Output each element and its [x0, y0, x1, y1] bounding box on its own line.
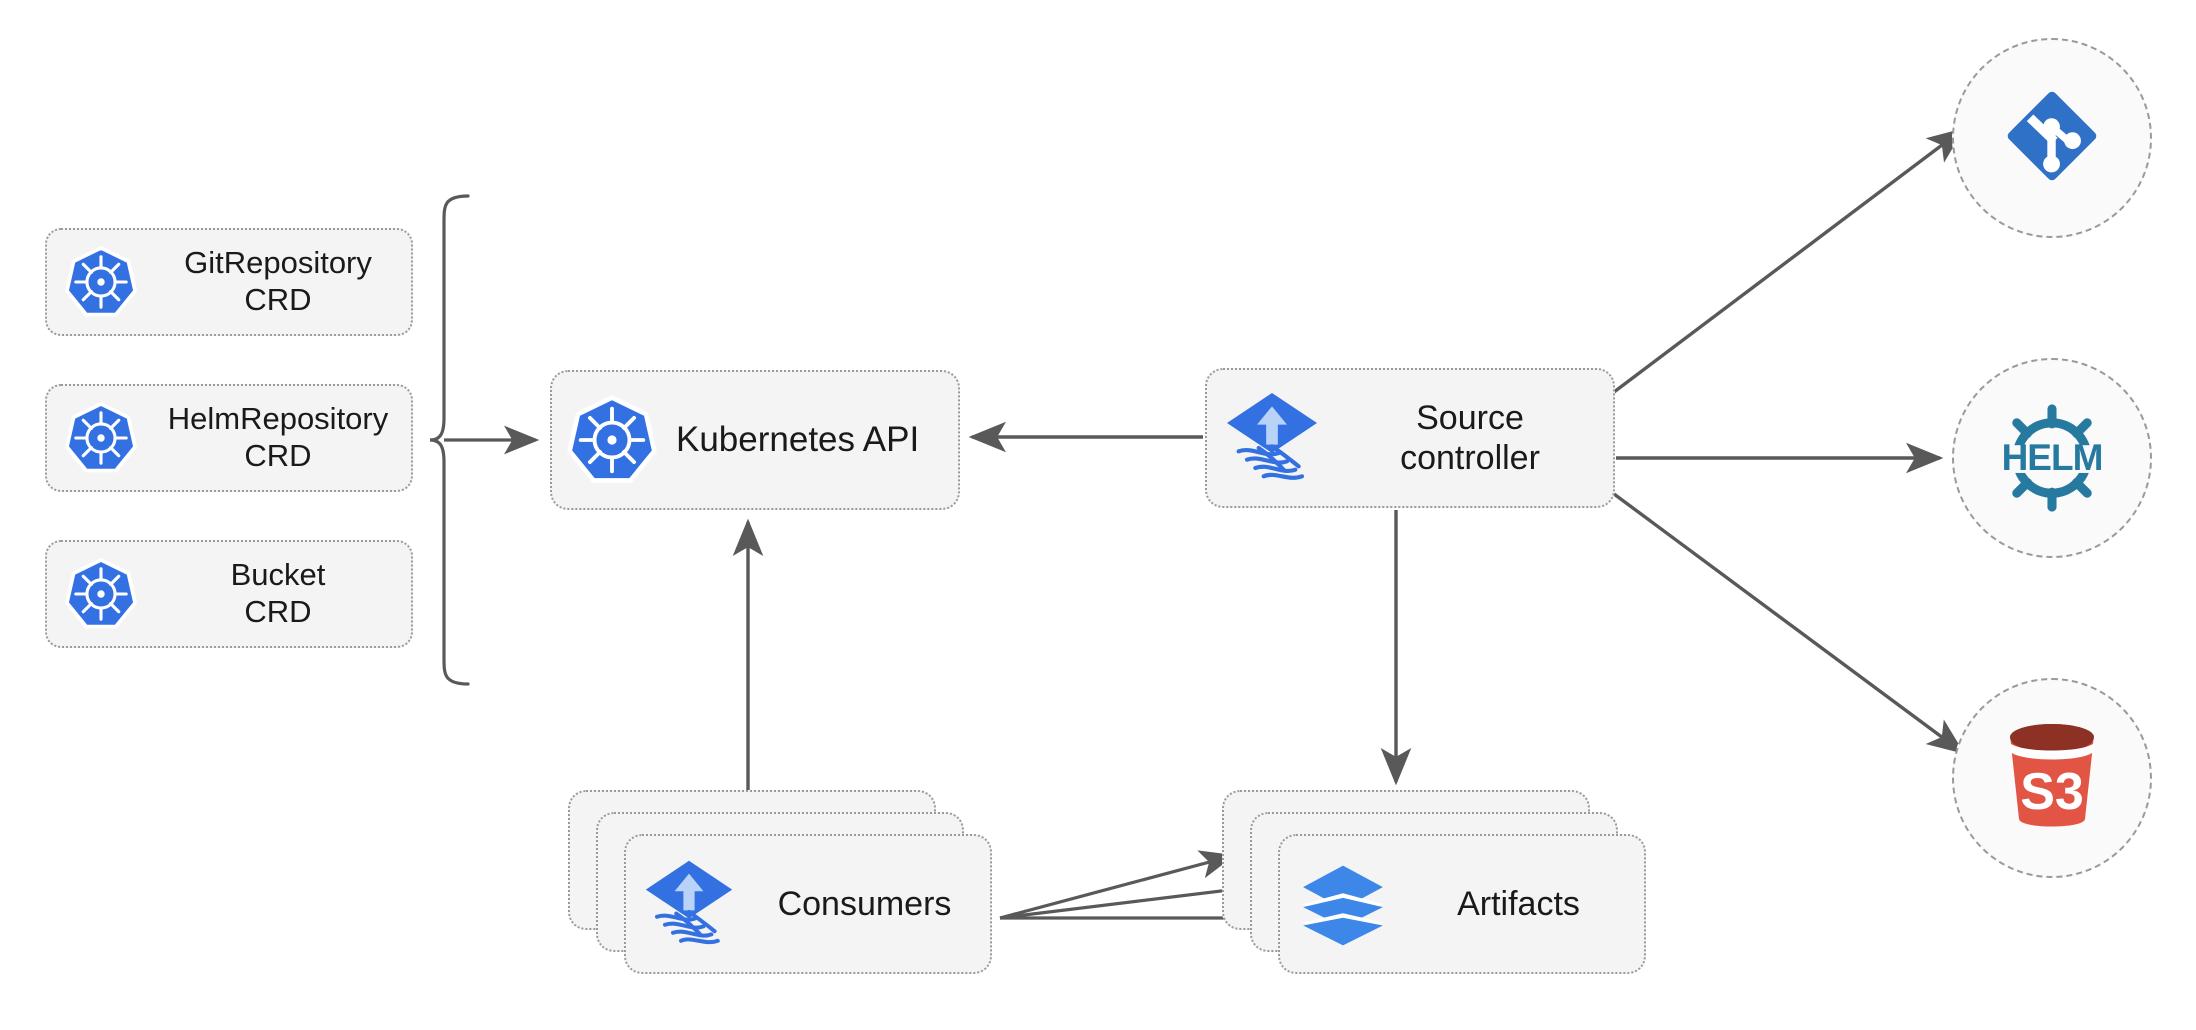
node-kubernetes-api[interactable]: Kubernetes API — [550, 370, 960, 510]
kubernetes-icon — [47, 557, 155, 631]
node-consumers[interactable]: Consumers — [568, 790, 998, 980]
artifacts-card-front[interactable]: Artifacts — [1278, 834, 1646, 974]
source-circle-git[interactable] — [1952, 38, 2152, 238]
edge-consumers-to-artifacts-1 — [999, 850, 1236, 920]
node-artifacts[interactable]: Artifacts — [1222, 790, 1652, 980]
s3-wordmark: S3 — [2020, 763, 2084, 821]
kubernetes-icon — [47, 245, 155, 319]
layers-icon — [1280, 858, 1405, 950]
kubernetes-icon — [47, 401, 155, 475]
crd-box-bucket[interactable]: Bucket CRD — [45, 540, 413, 648]
node-label: Source controller — [1400, 398, 1540, 477]
flux-icon — [626, 856, 751, 952]
node-label: Artifacts — [1457, 884, 1580, 923]
node-label: Consumers — [777, 884, 952, 923]
crd-label: GitRepository CRD — [184, 245, 372, 317]
git-icon — [1996, 80, 2108, 197]
kubernetes-icon — [552, 394, 672, 486]
helm-wordmark: HELM — [2001, 437, 2104, 478]
crd-label: HelmRepository CRD — [167, 401, 389, 473]
helm-icon: HELM — [1988, 394, 2116, 522]
edge-source-to-s3 — [1612, 492, 1965, 755]
crd-label: Bucket CRD — [230, 557, 326, 629]
crd-group-brace — [429, 194, 470, 686]
edge-source-to-git — [1612, 127, 1965, 394]
crd-box-gitrepository[interactable]: GitRepository CRD — [45, 228, 413, 336]
source-circle-s3[interactable]: S3 — [1952, 678, 2152, 878]
consumers-card-front[interactable]: Consumers — [624, 834, 992, 974]
crd-box-helmrepository[interactable]: HelmRepository CRD — [45, 384, 413, 492]
node-label: Kubernetes API — [676, 420, 920, 460]
flux-icon — [1207, 388, 1337, 488]
s3-icon: S3 — [1992, 719, 2112, 837]
node-source-controller[interactable]: Source controller — [1205, 368, 1615, 508]
source-circle-helm[interactable]: HELM — [1952, 358, 2152, 558]
